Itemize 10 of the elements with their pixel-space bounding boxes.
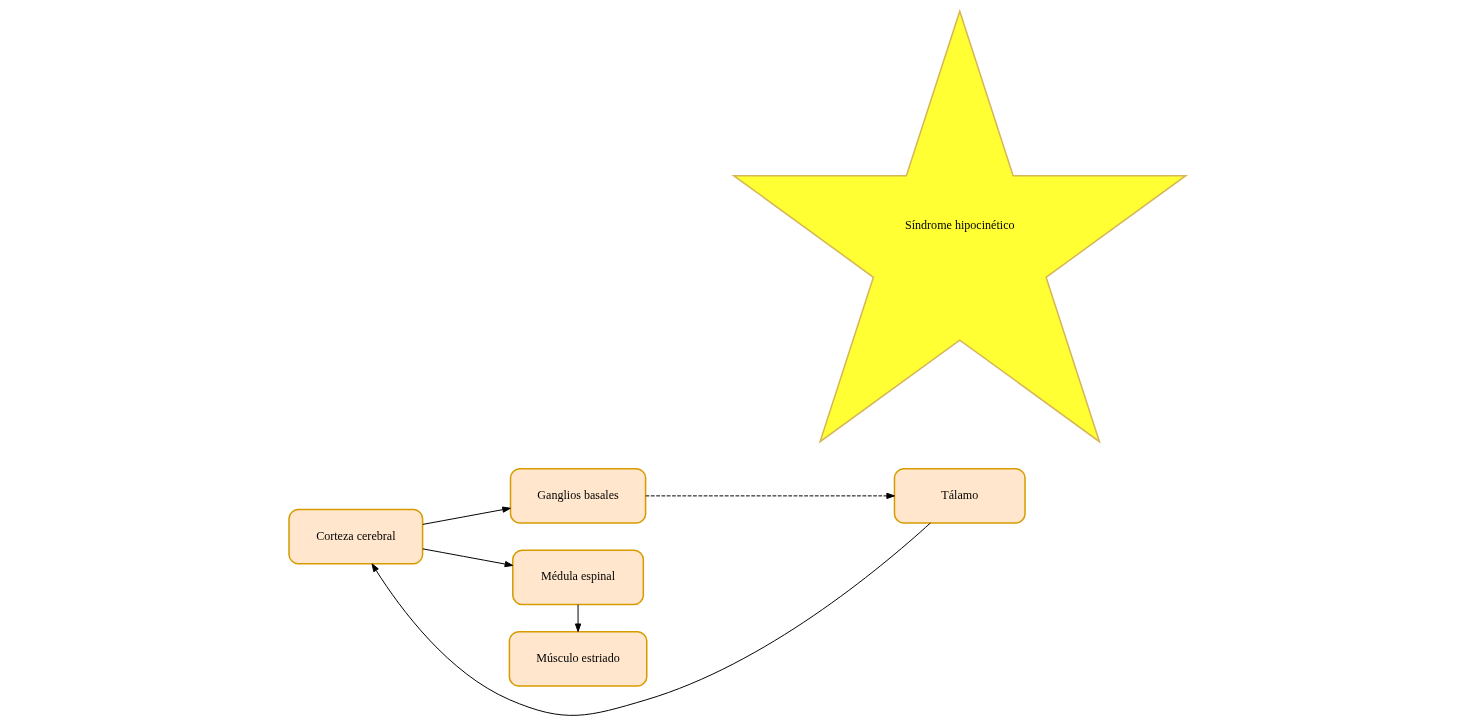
arrow <box>422 548 514 568</box>
node-box: Corteza cerebral <box>288 508 424 565</box>
arrow <box>645 492 895 499</box>
node-box: Ganglios basales <box>509 467 647 524</box>
node-box: Músculo estriado <box>508 630 648 687</box>
node-box: Médula espinal <box>512 549 645 606</box>
arrow <box>422 506 511 525</box>
arrow <box>371 522 931 716</box>
node-box: Tálamo <box>893 467 1026 524</box>
arrow <box>574 604 582 632</box>
